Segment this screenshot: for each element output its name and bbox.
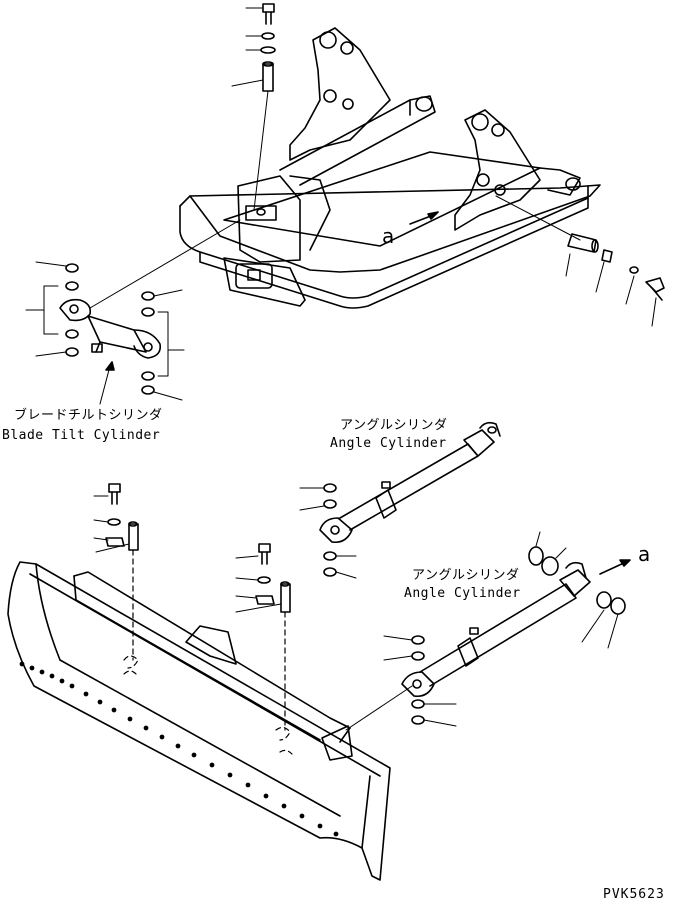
upper-angle-cylinder-label-jp: アングルシリンダ xyxy=(340,418,448,433)
lower-angle-cylinder-label-en: Angle Cylinder xyxy=(404,586,521,601)
upper-angle-cylinder xyxy=(299,421,501,579)
c-frame xyxy=(179,27,601,309)
blade-pin-stack-right xyxy=(235,543,291,731)
blade-pin-stack-left xyxy=(93,483,139,661)
blade-tilt-cylinder-label-en: Blade Tilt Cylinder xyxy=(2,428,161,443)
view-marker-a-cylinder: a xyxy=(638,542,651,566)
blade-tilt-cylinder-label-jp: ブレードチルトシリンダ xyxy=(14,408,163,423)
drawing-code: PVK5623 xyxy=(603,887,665,902)
top-pin-stack xyxy=(231,3,276,211)
dozer-blade xyxy=(7,561,413,881)
lower-angle-cylinder-label-jp: アングルシリンダ xyxy=(412,568,520,583)
blade-tilt-cylinder xyxy=(25,219,241,405)
frame-pin-parts xyxy=(409,195,665,327)
lower-angle-cylinder xyxy=(383,531,631,727)
upper-angle-cylinder-label-en: Angle Cylinder xyxy=(330,436,447,451)
view-marker-a-frame: a xyxy=(382,224,395,248)
blade-bolt-holes xyxy=(19,661,339,837)
